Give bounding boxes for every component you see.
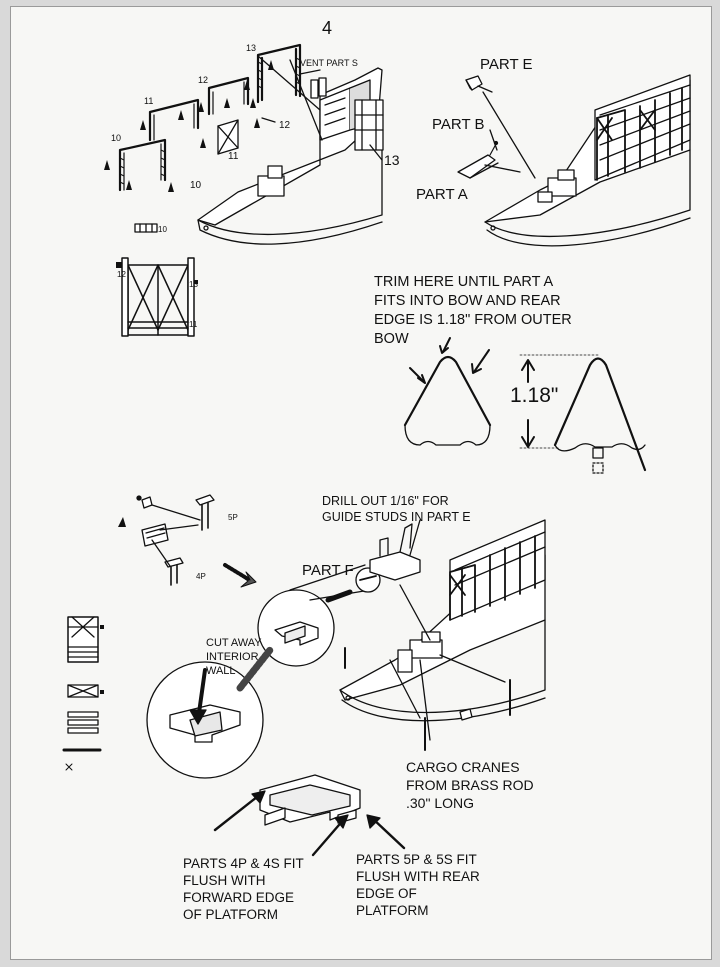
part-a-label: PART A: [416, 186, 468, 203]
part-number-11-low: 11: [228, 151, 239, 162]
part-number-12-side: 12: [279, 120, 291, 131]
trim-note: TRIM HERE UNTIL PART A FITS INTO BOW AND…: [374, 274, 572, 347]
bottom-platform-detail: [213, 774, 406, 857]
side-elevation-details: [62, 616, 104, 771]
part-number-12-plate: 12: [117, 270, 126, 279]
bottom-right-hull-assembly: [339, 519, 546, 751]
top-left-hull-assembly: [104, 43, 384, 337]
cut-away-note: CUT AWAY INTERIOR WALL: [206, 637, 262, 677]
part-number-10-plate: 10: [158, 225, 167, 234]
part-number-13-plate: 13: [189, 280, 198, 289]
part-number-10-low: 10: [190, 180, 202, 191]
part-number-12-top: 12: [198, 75, 209, 85]
part-number-4p: 4P: [196, 572, 206, 581]
part-number-11-top: 11: [144, 96, 154, 106]
part-number-5p: 5P: [228, 513, 238, 522]
page-number: 4: [322, 18, 333, 38]
part-number-11-plate: 11: [189, 320, 198, 329]
dimension-label: 1.18": [510, 384, 559, 407]
part-number-13-right: 13: [384, 152, 400, 168]
part-number-10-top: 10: [111, 133, 122, 143]
platform-assembly: [118, 494, 381, 779]
top-right-hull-assembly: [457, 74, 691, 247]
part-f-label: PART F: [302, 562, 354, 579]
cargo-cranes-note: CARGO CRANES FROM BRASS ROD .30" LONG: [406, 759, 534, 812]
part-b-label: PART B: [432, 116, 485, 133]
drill-note: DRILL OUT 1/16" FOR GUIDE STUDS IN PART …: [322, 494, 471, 524]
vent-parts-label: VENT PART S: [300, 58, 358, 68]
parts-4-note: PARTS 4P & 4S FIT FLUSH WITH FORWARD EDG…: [183, 856, 304, 922]
bow-profile-diagrams: [403, 337, 647, 474]
part-e-label: PART E: [480, 56, 533, 73]
parts-5-note: PARTS 5P & 5S FIT FLUSH WITH REAR EDGE O…: [356, 852, 480, 918]
part-number-13-top: 13: [246, 43, 257, 53]
